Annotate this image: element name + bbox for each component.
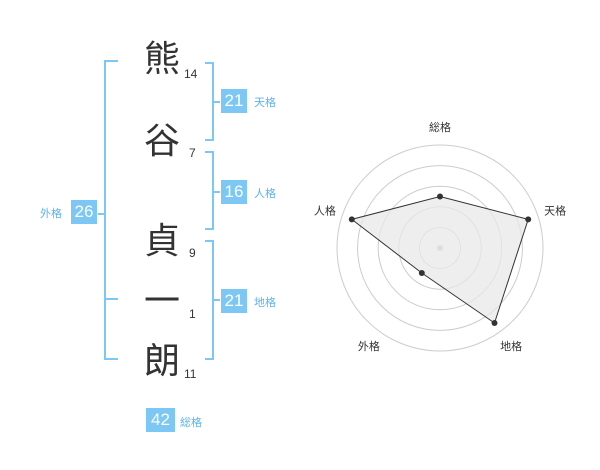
soukaku-label: 総格 [180,416,202,429]
name-character-5: 朗 [143,341,180,382]
stroke-count-2: 7 [189,146,196,160]
radar-axis-label-4: 外格 [358,339,380,353]
name-character-4: 一 [143,281,180,322]
radar-point-3 [491,320,498,326]
gaikaku-value-badge: 26 [71,200,97,224]
radar-point-2 [525,216,532,223]
stroke-count-4: 1 [189,307,196,321]
chikaku-value-badge: 21 [221,289,247,313]
tenkaku-value-badge: 21 [221,89,247,113]
gaikaku-label: 外格 [40,207,62,220]
radar-axis-label-2: 天格 [544,204,566,218]
stroke-count-3: 9 [189,246,196,260]
jinkaku-label: 人格 [254,187,276,200]
name-character-2: 谷 [143,121,180,162]
stroke-count-1: 14 [184,67,198,81]
radar-axis-label-1: 総格 [429,120,451,134]
radar-axis-label-5: 人格 [314,204,336,218]
radar-point-4 [418,270,425,276]
name-character-1: 熊 [143,39,180,80]
chikaku-label: 地格 [254,296,276,309]
soukaku-value-badge: 42 [146,408,175,432]
radar-ring-5 [336,144,544,352]
jinkaku-value-badge: 16 [221,180,247,204]
radar-ring-4 [357,165,523,331]
name-character-3: 貞 [143,221,180,262]
radar-point-1 [437,193,443,200]
radar-series-polygon [350,195,529,324]
tenkaku-label: 天格 [254,96,276,109]
radar-axis-label-3: 地格 [500,339,522,353]
radar-point-5 [348,216,355,223]
stroke-count-5: 11 [184,367,197,381]
